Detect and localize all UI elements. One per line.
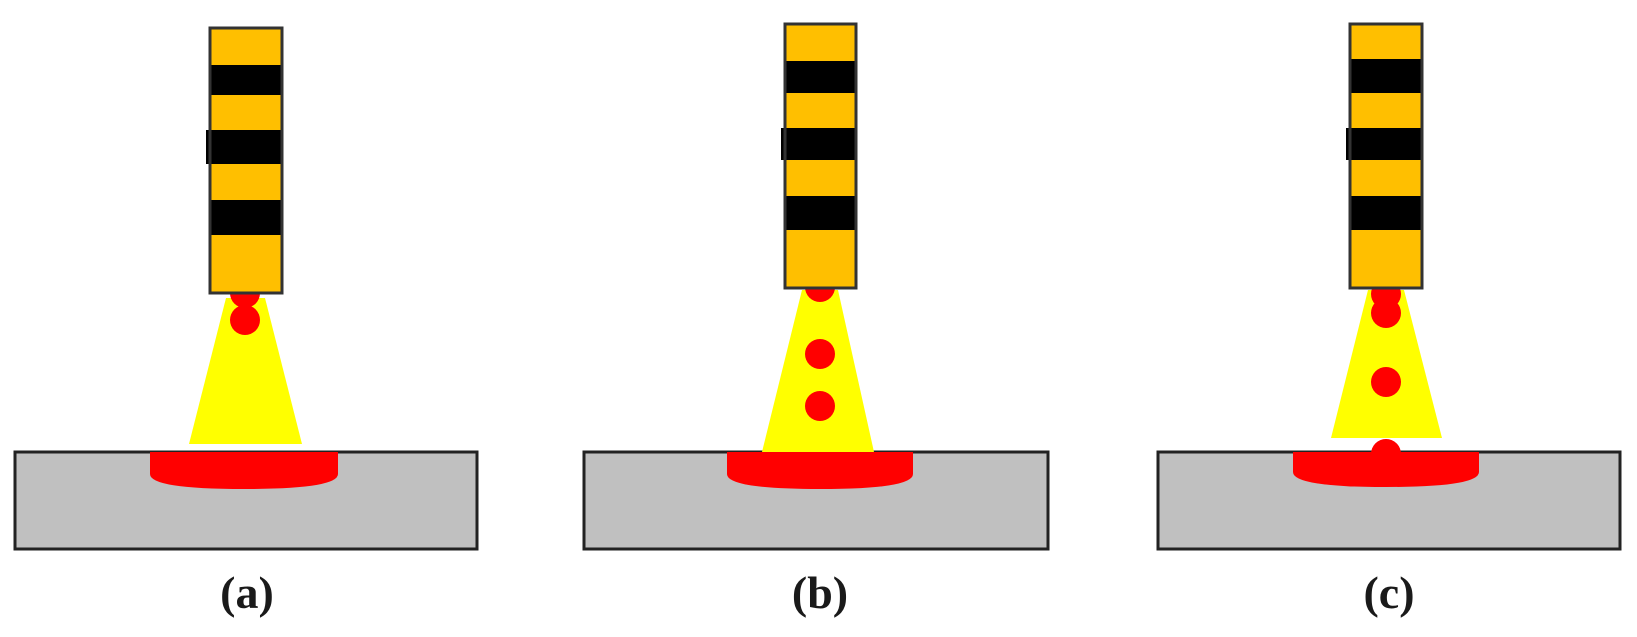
welding-torch-icon xyxy=(1346,22,1424,290)
panel-b: (b) xyxy=(582,22,1050,618)
torch-band xyxy=(206,130,282,164)
torch-band xyxy=(1350,160,1422,196)
caption-b: (b) xyxy=(792,567,848,618)
torch-outline xyxy=(1348,22,1424,290)
torch-band xyxy=(1350,24,1422,59)
torch-band xyxy=(210,28,282,65)
torch-band xyxy=(210,235,282,293)
arc-cone xyxy=(189,298,302,444)
metal-droplet-icon xyxy=(805,339,835,369)
metal-droplet-icon xyxy=(230,305,260,335)
arc-cone xyxy=(762,290,874,452)
metal-droplet-icon xyxy=(1371,298,1401,328)
workpiece-b xyxy=(582,450,1050,551)
workpiece-a xyxy=(13,450,479,551)
torch-outline xyxy=(208,26,284,295)
welding-torch-icon xyxy=(206,26,284,295)
torch-band xyxy=(785,160,856,196)
torch-outline xyxy=(783,22,858,290)
caption-c: (c) xyxy=(1363,567,1414,618)
torch-band xyxy=(210,95,282,130)
torch-band xyxy=(785,230,856,288)
torch-band xyxy=(210,164,282,200)
torch-band xyxy=(210,65,282,95)
metal-droplet-icon xyxy=(1371,439,1401,469)
torch-band xyxy=(785,24,856,61)
torch-band xyxy=(785,196,856,230)
torch-band xyxy=(785,93,856,128)
torch-band xyxy=(1350,196,1422,230)
torch-band xyxy=(1350,59,1422,93)
torch-band xyxy=(781,128,856,160)
molten-weld-pool-icon xyxy=(727,452,913,489)
panel-c: (c) xyxy=(1156,22,1622,618)
torch-band xyxy=(785,61,856,93)
molten-weld-pool-icon xyxy=(150,452,338,489)
torch-band xyxy=(1346,128,1422,160)
molten-weld-pool-icon xyxy=(1293,452,1479,487)
welding-torch-icon xyxy=(781,22,858,290)
metal-droplet-icon xyxy=(1371,367,1401,397)
metal-droplet-icon xyxy=(805,391,835,421)
panel-a: (a) xyxy=(13,26,479,618)
torch-band xyxy=(1350,230,1422,288)
torch-band xyxy=(1350,93,1422,128)
arc-cone xyxy=(1331,290,1442,438)
caption-a: (a) xyxy=(220,567,274,618)
torch-band xyxy=(210,200,282,235)
